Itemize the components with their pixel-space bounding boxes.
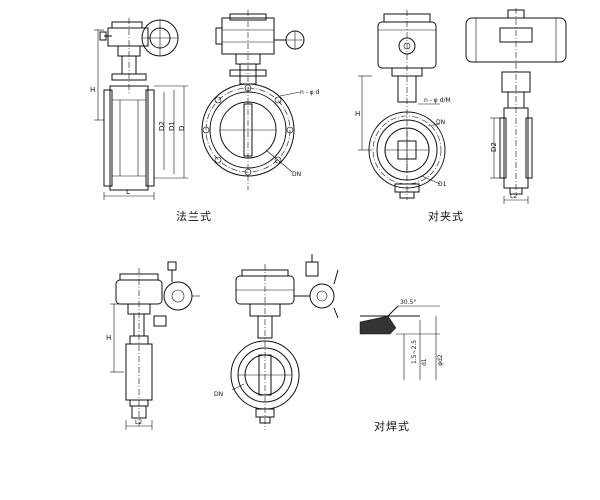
caption-wafer: 对夹式	[428, 210, 464, 223]
wafer-front-view: H n - φ d/M DN D1	[355, 10, 451, 200]
dim-D1-label: D1	[168, 121, 176, 131]
label-DN-flange: DN	[292, 171, 301, 178]
dim-D-label: D	[178, 126, 186, 131]
label-n-phi-d: n - φ d	[300, 89, 320, 96]
dim-L-label: L	[126, 188, 130, 196]
weld-side-view: H L2	[106, 261, 200, 430]
dim-H-wafer: H	[355, 110, 360, 118]
weld-front-view: DN	[214, 254, 339, 430]
dim-H-label: H	[90, 86, 95, 94]
flange-bolt-holes	[202, 84, 294, 176]
label-d2-weld: φd2	[437, 354, 444, 366]
wafer-side-view: D2 L2	[465, 8, 567, 204]
label-d1-weld: d1	[421, 358, 428, 366]
label-weld-range: 1.5~2.5	[411, 340, 418, 364]
dim-D2-wafer: D2	[490, 142, 498, 152]
dim-L2-weld: L2	[135, 419, 142, 426]
dim-D2-label: D2	[158, 121, 166, 131]
label-n-phi-d-M: n - φ d/M	[424, 97, 451, 104]
label-weld-angle: 30.5°	[400, 299, 416, 306]
label-DN-weld: DN	[214, 391, 223, 398]
flange-side-view: H D2 D1 D L	[90, 18, 188, 200]
dim-H-weld: H	[106, 334, 111, 342]
caption-flange: 法兰式	[176, 210, 212, 223]
flange-front-view: n - φ d DN	[201, 10, 320, 190]
dim-L2-wafer: L2	[510, 193, 517, 200]
caption-weld: 对焊式	[374, 420, 410, 433]
label-D1-wafer: D1	[438, 181, 447, 188]
label-DN-wafer: DN	[436, 119, 445, 126]
weld-detail: 30.5° 1.5~2.5 d1 φd2	[359, 299, 444, 380]
